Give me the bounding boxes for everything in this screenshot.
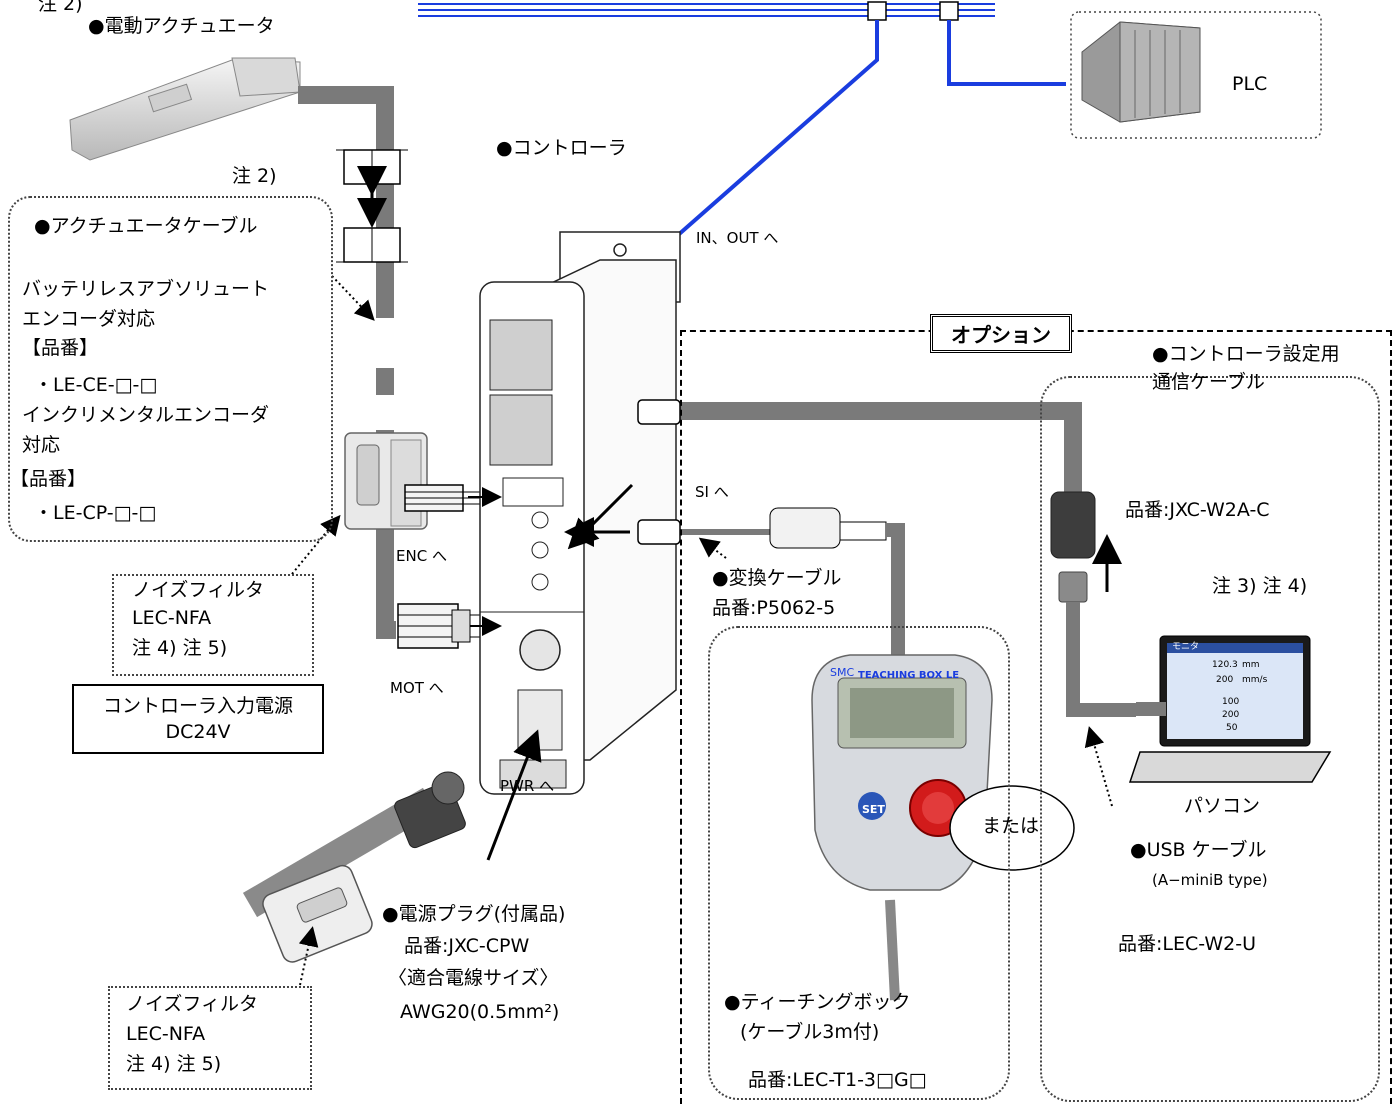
usb-cable-pointer (1084, 726, 1113, 807)
actuator-title: ●電動アクチュエータ (88, 15, 275, 37)
teaching-box-model: TEACHING BOX LE (858, 670, 960, 681)
actuator-cable-line: ・LE-CP-□-□ (34, 502, 157, 524)
plc-device (1081, 21, 1201, 123)
power-plug-line: 〈適合電線サイズ〉 (388, 967, 559, 989)
comm-cable-part: 品番:JXC-W2A-C (1125, 499, 1270, 521)
comm-cable-module (1050, 491, 1096, 559)
noise-filter-1-line: ノイズフィルタ (132, 579, 265, 601)
comm-cable-notes: 注 3) 注 4) (1212, 575, 1308, 597)
enc-connector (404, 484, 488, 512)
teaching-box-part: 品番:LEC-T1-3□G□ (748, 1069, 927, 1091)
usb-cable (1066, 602, 1136, 717)
power-plug-line: ●電源プラグ(付属品) (382, 903, 566, 925)
actuator-cable-line: 対応 (22, 434, 61, 456)
comm-cable-line: ●コントローラ設定用 (1152, 343, 1340, 365)
usb-cable-line: ●USB ケーブル (1130, 839, 1267, 861)
laptop (1128, 635, 1332, 783)
top-note: 注 2) (38, 0, 83, 15)
plc-label: PLC (1232, 73, 1268, 95)
si-label: SI へ (695, 483, 729, 501)
electric-actuator (69, 57, 301, 161)
pc-label: パソコン (1184, 795, 1261, 817)
pc-screen-value: 200 (1222, 710, 1240, 720)
mot-cable (376, 497, 396, 639)
comm-cable-line: 通信ケーブル (1152, 371, 1265, 393)
plc-signal-line (947, 20, 1066, 86)
power-input-line: コントローラ入力電源 (102, 695, 293, 717)
actuator-cable-note: 注 2) (232, 165, 277, 187)
teaching-box-brand: SMC (830, 666, 855, 679)
in-out-label: IN、OUT へ (696, 229, 779, 247)
actuator-cable-line: ・LE-CE-□-□ (34, 374, 158, 396)
comm-cable-box (1040, 376, 1380, 1102)
comm-cable-plug (637, 399, 681, 425)
or-label: または (982, 815, 1040, 837)
pc-screen-value: 100 (1222, 697, 1240, 707)
pc-screen-unit: mm/s (1242, 675, 1268, 685)
teaching-box-line: ●ティーチングボック (724, 991, 911, 1013)
plc-frame (1070, 11, 1322, 139)
pc-screen-value: 120.3 (1212, 660, 1238, 670)
enc-label: ENC へ (396, 547, 447, 565)
noise-filter-2-box (108, 986, 312, 1090)
power-input-line: DC24V (165, 721, 231, 743)
conversion-cable-pointer (698, 537, 727, 559)
pwr-label: PWR へ (500, 777, 555, 795)
pc-screen-value: 50 (1226, 723, 1238, 733)
pc-screen-value: 200 (1216, 675, 1234, 685)
noise-filter-2-pointer (298, 926, 319, 986)
conversion-cable-line: ●変換ケーブル (712, 567, 842, 589)
noise-filter-2-line: 注 4) 注 5) (126, 1053, 222, 1075)
noise-filter-1-device (344, 432, 428, 530)
mot-label: MOT へ (390, 679, 444, 697)
power-plug-device (242, 771, 466, 963)
comm-cable (680, 402, 1082, 492)
power-plug-line: 品番:JXC-CPW (404, 935, 530, 957)
option-title: オプション (930, 314, 1072, 353)
or-bubble (949, 785, 1075, 871)
actuator-cable-title: ●アクチュエータケーブル (34, 215, 258, 237)
actuator-cable-line: エンコーダ対応 (22, 308, 156, 330)
usb-cable-line: (A−miniB type) (1152, 871, 1268, 889)
noise-filter-1-line: 注 4) 注 5) (132, 637, 228, 659)
pc-screen-title: モニタ (1172, 642, 1200, 652)
noise-filter-2-line: LEC-NFA (126, 1023, 206, 1045)
actuator-cable-line: インクリメンタルエンコーダ (22, 404, 270, 426)
noise-filter-1-box (112, 574, 314, 676)
controller-title: ●コントローラ (496, 137, 627, 159)
power-input-box (72, 684, 324, 754)
actuator-cable-pointer (331, 275, 375, 321)
noise-filter-2-line: ノイズフィルタ (126, 993, 259, 1015)
actuator-cable-line: バッテリレスアブソリュート (22, 278, 270, 300)
teaching-box-line: (ケーブル3m付) (740, 1021, 880, 1043)
teaching-box-frame (708, 626, 1010, 1100)
actuator-cable-line: 【品番】 (10, 468, 87, 490)
usb-cable-part: 品番:LEC-W2-U (1118, 933, 1256, 955)
pwr-arrow (486, 729, 542, 861)
network-bus (418, 1, 995, 21)
actuator-cable-line: 【品番】 (22, 337, 99, 359)
pc-screen-unit: mm (1242, 660, 1260, 670)
conversion-cable-line: 品番:P5062-5 (712, 597, 836, 619)
teaching-box-key: SET (862, 803, 885, 816)
power-plug-line: AWG20(0.5mm²) (400, 1001, 560, 1023)
noise-filter-1-line: LEC-NFA (132, 607, 212, 629)
controller-device (479, 231, 681, 795)
actuator-cable-box (8, 196, 333, 542)
